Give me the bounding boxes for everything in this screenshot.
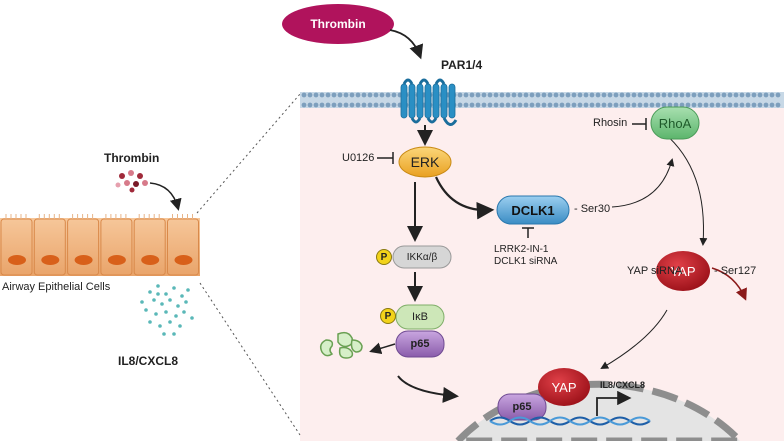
rhoa-label: RhoA bbox=[658, 115, 692, 131]
arrow-thrombin-to-par bbox=[389, 29, 424, 60]
transcription-arrow bbox=[596, 390, 632, 416]
receptor-label: PAR1/4 bbox=[441, 58, 483, 72]
thrombin-particles-icon bbox=[115, 170, 148, 193]
left-thrombin-label: Thrombin bbox=[104, 151, 160, 165]
arrow-thrombin-to-cells bbox=[149, 182, 182, 211]
erk-label: ERK bbox=[410, 154, 440, 170]
thrombin-pill: Thrombin bbox=[310, 17, 366, 31]
erk-inhibitor-label: U0126 bbox=[342, 152, 375, 164]
ikk-shape bbox=[392, 245, 452, 269]
ikk-phospho-badge: P bbox=[376, 249, 392, 265]
nucleus-yap-shape bbox=[538, 368, 590, 406]
il8-particles-icon bbox=[140, 284, 194, 336]
yap-shape bbox=[656, 251, 710, 291]
ikb-shape bbox=[395, 304, 445, 330]
ikk-label: IKKα/β bbox=[406, 251, 438, 263]
ikb-phospho-badge: P bbox=[380, 308, 396, 324]
yap-label: YAP bbox=[670, 263, 696, 279]
arrow-yap-to-nucleus bbox=[600, 309, 668, 370]
yap-inhibitor-label: YAP siRNA bbox=[627, 265, 683, 277]
thrombin-pill-shape bbox=[282, 4, 394, 44]
yap-phospho-arrow bbox=[711, 267, 747, 301]
zoom-line-top bbox=[196, 93, 301, 214]
gene-label: IL8/CXCL8 bbox=[600, 380, 646, 390]
dna-icon bbox=[489, 416, 651, 426]
dclk1-label: DCLK1 bbox=[511, 202, 555, 218]
arrow-rhoa-to-yap bbox=[663, 132, 708, 246]
p65-shape bbox=[395, 330, 445, 358]
nucleus-p65-shape bbox=[497, 393, 547, 421]
dclk1-inhibitor-1: LRRK2-IN-1 bbox=[494, 244, 549, 255]
arrow-p65-to-nucleus bbox=[397, 375, 459, 403]
nucleus-yap-label: YAP bbox=[551, 379, 577, 395]
erk-shape bbox=[398, 146, 452, 178]
cell-membrane bbox=[300, 92, 784, 108]
dclk1-site-label: - Ser30 bbox=[574, 203, 611, 215]
dclk1-shape bbox=[496, 195, 570, 225]
degraded-ikb-icon bbox=[319, 331, 363, 359]
nucleus-p65-label: p65 bbox=[512, 401, 532, 413]
dclk1-inhibitor-2: DCLK1 siRNA bbox=[494, 256, 558, 267]
ikb-label: IκB bbox=[412, 311, 428, 323]
arrow-dclk1-to-rhoa bbox=[611, 158, 675, 208]
yap-site-label: - Ser127 bbox=[714, 265, 757, 277]
receptor-icon bbox=[400, 78, 458, 126]
zoom-line-bottom bbox=[199, 282, 301, 436]
il8-label: IL8/CXCL8 bbox=[118, 354, 179, 368]
cells-label: Airway Epithelial Cells bbox=[2, 281, 111, 293]
arrow-ikb-degradation bbox=[369, 342, 396, 355]
epithelial-cells-icon bbox=[0, 214, 200, 276]
rhoa-inhibitor-label: Rhosin bbox=[593, 117, 628, 129]
rhoa-shape bbox=[650, 106, 700, 140]
arrow-erk-to-dclk1 bbox=[434, 176, 495, 220]
p65-label: p65 bbox=[410, 338, 430, 350]
